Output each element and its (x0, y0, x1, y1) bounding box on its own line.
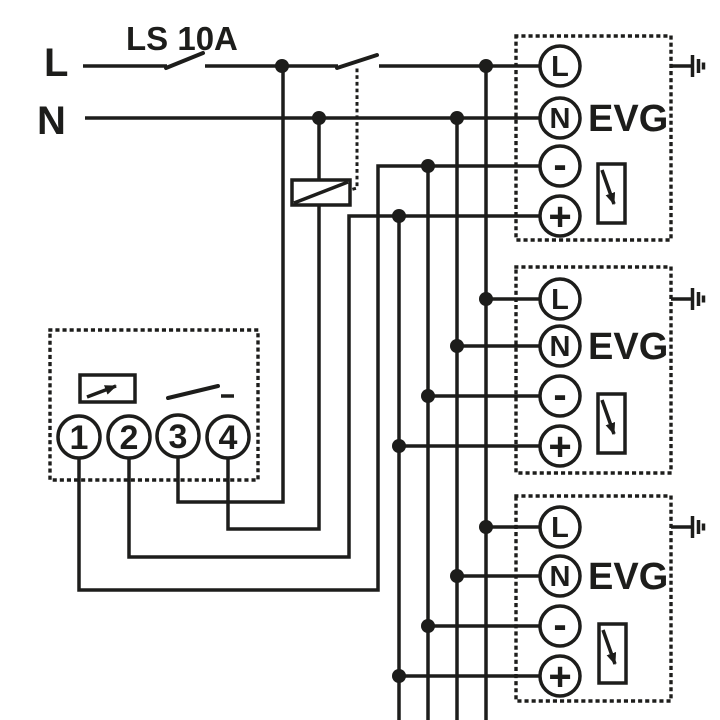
terminal-minus-label: - (553, 373, 566, 417)
control-wire-terminal3-to-live (176, 66, 285, 504)
terminal-minus (538, 604, 582, 648)
switch-icon (166, 384, 234, 400)
terminal-live-label: L (551, 512, 569, 544)
control-unit-box (48, 328, 260, 482)
control-wire-terminal4-to-coil (226, 205, 321, 531)
terminal-neutral-label: N (550, 561, 571, 593)
lamp-dimmer-arrow (600, 169, 616, 205)
terminal-plus-label: + (548, 655, 571, 699)
terminal-plus (538, 654, 582, 698)
neutral-label: N (37, 99, 66, 143)
evg-label: EVG (588, 98, 668, 140)
junction-dot (421, 619, 435, 633)
junction-dot (275, 59, 289, 73)
junction-dot (392, 669, 406, 683)
terminal-live-label: L (551, 284, 569, 316)
dimmer-icon (78, 373, 137, 404)
terminal-minus-label: - (553, 143, 566, 187)
terminal-minus-label: - (553, 603, 566, 647)
terminal-minus (538, 144, 582, 188)
terminal-circle (106, 414, 152, 460)
evg-label: EVG (588, 556, 668, 598)
evg-label: EVG (588, 326, 668, 368)
dimmer-icon-arrow (86, 384, 117, 399)
lamp-dimmer-icon (596, 392, 627, 455)
terminal-plus (538, 424, 582, 468)
ballast-box (514, 494, 673, 703)
terminal-neutral-label: N (550, 103, 571, 135)
earth-icon (671, 55, 706, 77)
relay-contact-blade (335, 53, 379, 70)
junction-dot (479, 292, 493, 306)
terminal-minus (538, 374, 582, 418)
control-wire-terminal1-to-minus (77, 164, 540, 592)
junction-dot (421, 389, 435, 403)
terminal-live (538, 44, 582, 88)
terminal-plus-label: + (548, 425, 571, 469)
lamp-dimmer-arrow (601, 629, 617, 665)
control-terminal-3: 3 (155, 413, 201, 459)
junction-dots (275, 59, 493, 683)
terminal-plus (538, 194, 582, 238)
junction-dot (312, 111, 326, 125)
terminal-neutral (538, 324, 582, 368)
terminal-live (538, 277, 582, 321)
breaker-switch-blade (164, 51, 205, 70)
earth-icon (671, 516, 706, 538)
breaker-label: LS 10A (126, 20, 238, 57)
relay-coil (290, 178, 352, 207)
mechanical-linkage-dotted-line (348, 68, 359, 192)
junction-dot (392, 439, 406, 453)
terminal-circle (155, 413, 201, 459)
terminal-neutral-label: N (550, 331, 571, 363)
terminal-neutral (538, 554, 582, 598)
junction-dot (392, 209, 406, 223)
relay-coil-diagonal (293, 180, 349, 205)
lamp-dimmer-icon (596, 162, 627, 225)
terminal-plus-label: + (548, 195, 571, 239)
terminal-number: 2 (120, 419, 139, 457)
junction-dot (450, 339, 464, 353)
junction-dot (421, 159, 435, 173)
control-terminal-1: 1 (56, 414, 102, 460)
control-wire-terminal2-to-plus (127, 214, 540, 559)
lamp-dimmer-arrow (600, 399, 616, 435)
terminal-number: 4 (219, 419, 238, 457)
ballast-2: L N - + EVG (514, 265, 706, 475)
terminal-number: 1 (70, 419, 89, 457)
ballast-box (514, 265, 673, 475)
terminal-neutral (538, 96, 582, 140)
earth-icon (671, 288, 706, 310)
control-terminal-4: 4 (205, 414, 251, 460)
junction-dot (479, 59, 493, 73)
lamp-dimmer-icon (597, 622, 628, 685)
terminal-live (538, 505, 582, 549)
junction-dot (450, 569, 464, 583)
live-label: L (44, 41, 68, 85)
ballast-3: L N - + EVG (514, 494, 706, 703)
terminal-circle (56, 414, 102, 460)
terminal-live-label: L (551, 51, 569, 83)
switch-icon-blade (166, 384, 220, 400)
control-unit: 1 2 3 4 (48, 328, 260, 482)
control-terminal-2: 2 (106, 414, 152, 460)
terminal-number: 3 (169, 418, 188, 456)
junction-dot (479, 520, 493, 534)
ballast-1: L N - + EVG (514, 34, 706, 242)
junction-dot (450, 111, 464, 125)
live-wire (83, 51, 540, 70)
ballast-box (514, 34, 673, 242)
terminal-circle (205, 414, 251, 460)
